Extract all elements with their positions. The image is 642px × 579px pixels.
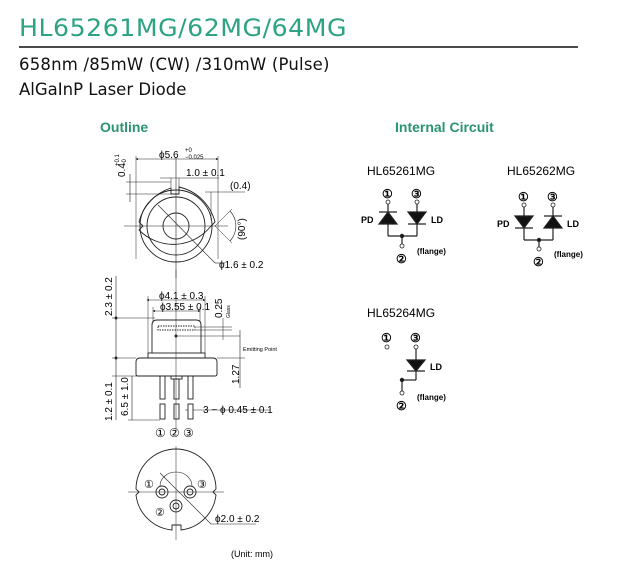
- internal-circuit-heading: Internal Circuit: [395, 119, 494, 135]
- circuit-1-pd-label: PD: [361, 215, 374, 225]
- side-pin-2: ②: [169, 426, 180, 440]
- bottom-view-outline: [135, 448, 217, 531]
- circuit-3-schematic: [384, 344, 427, 396]
- dim-notch-width: 1.0 ± 0.1: [186, 168, 225, 179]
- pd-diode-icon: [513, 215, 535, 229]
- dim-angle: (90°): [237, 218, 248, 240]
- dim-notch-depth-tol-minus: −0: [122, 158, 128, 166]
- circuit-3-pin-1: ①: [381, 331, 392, 345]
- bottom-pin-1: ①: [144, 479, 154, 491]
- bottom-pin-2: ②: [155, 507, 165, 519]
- dim-lead-length: 6.5 ± 1.0: [120, 377, 131, 416]
- side-view-drawing: [112, 270, 270, 432]
- side-pin-1: ①: [155, 426, 166, 440]
- lead-3-bottom: [187, 403, 194, 420]
- spec-summary: 658nm /85mW (CW) /310mW (Pulse): [19, 55, 330, 74]
- pd-diode-icon: [377, 211, 399, 225]
- lead-2-top: [173, 378, 180, 400]
- circuit-3-flange-label: (flange): [417, 393, 446, 402]
- dim-diameter: ϕ5.6: [159, 150, 179, 161]
- ld-diode-icon: [405, 359, 427, 372]
- lead-1-top: [159, 375, 166, 400]
- dim-cap-outer: ϕ4.1 ± 0.3: [159, 291, 204, 302]
- dim-leads: 3 − ϕ 0.45 ± 0.1: [203, 405, 273, 416]
- circuit-2-ld-label: LD: [567, 219, 579, 229]
- dim-diameter-tol-minus: −0.025: [185, 155, 204, 161]
- bottom-pin-1-outer: [155, 485, 169, 499]
- glass-label: Glass: [226, 305, 232, 318]
- dim-cap-inner: ϕ3.55 ± 0.1: [160, 302, 210, 313]
- top-view-drawing: [124, 156, 245, 278]
- dim-notch-depth-tol-plus: +0.1: [115, 153, 121, 166]
- circuit-1-flange-label: (flange): [417, 247, 446, 256]
- circuit-3-pin-2: ②: [396, 399, 407, 413]
- document-title: HL65261MG/62MG/64MG: [19, 14, 348, 42]
- ld-diode-icon: [542, 215, 564, 229]
- circuit-1-pin-2: ②: [396, 252, 407, 266]
- emitting-point-label: Emitting Point: [243, 347, 277, 353]
- dim-notch-depth: 0.4: [117, 163, 128, 177]
- unit-note: (Unit: mm): [231, 549, 273, 559]
- dim-diameter-tol-plus: +0: [185, 148, 193, 154]
- circuit-3-ld-label: LD: [430, 362, 442, 372]
- bottom-pin-3-outer: [183, 485, 197, 499]
- circuit-3-pin-3: ③: [410, 331, 421, 345]
- circuit-1-pin-3: ③: [411, 187, 422, 201]
- circuit-2-pin-3: ③: [547, 190, 558, 204]
- side-view-flange: [135, 357, 218, 377]
- bottom-pin-3: ③: [197, 479, 207, 491]
- dim-base: 1.2 ± 0.1: [104, 382, 115, 421]
- circuit-1-model: HL65261MG: [367, 164, 435, 178]
- circuit-2-model: HL65262MG: [507, 164, 575, 178]
- circuit-2-flange-label: (flange): [554, 250, 583, 259]
- dim-v-notch: (0.4): [230, 181, 251, 192]
- lead-2-bottom: [173, 403, 180, 420]
- dim-window: ϕ1.6 ± 0.2: [219, 260, 264, 271]
- circuit-2-pin-2: ②: [533, 255, 544, 269]
- side-pin-3: ③: [183, 426, 194, 440]
- circuit-1-ld-label: LD: [431, 215, 443, 225]
- circuit-3-model: HL65264MG: [367, 306, 435, 320]
- side-view-glass: [157, 325, 196, 331]
- side-view-cap: [151, 319, 202, 353]
- circuit-2-pd-label: PD: [497, 219, 510, 229]
- ld-diode-icon: [406, 211, 428, 225]
- circuit-1-pin-1: ①: [382, 187, 393, 201]
- circuit-2-pin-1: ①: [518, 190, 529, 204]
- lead-3-top: [187, 375, 194, 400]
- circuit-2-schematic: [513, 202, 564, 252]
- bottom-pin-2-outer: [169, 499, 183, 513]
- title-divider: [19, 46, 578, 48]
- dim-cap-height: 2.3 ± 0.2: [104, 277, 115, 316]
- device-type: AlGaInP Laser Diode: [19, 80, 187, 99]
- circuit-1-schematic: [377, 199, 428, 249]
- lead-1-bottom: [159, 403, 166, 420]
- dim-glass: 0.25: [214, 298, 225, 318]
- dim-flange: 1.27: [231, 364, 242, 384]
- bottom-view-drawing: [128, 446, 256, 540]
- outline-heading: Outline: [100, 119, 149, 135]
- dim-pcd: ϕ2.0 ± 0.2: [215, 514, 260, 525]
